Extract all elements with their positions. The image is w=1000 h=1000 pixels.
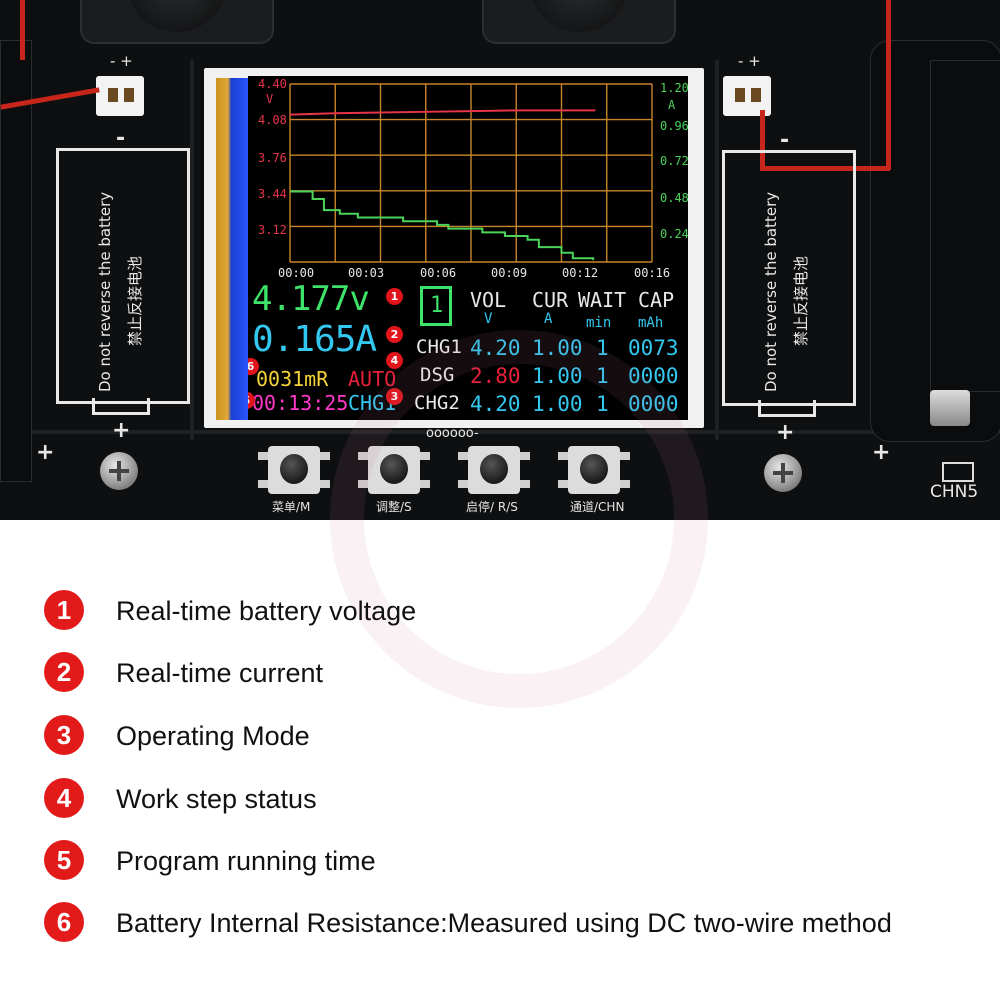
step-status: AUTO (348, 367, 397, 391)
left-slot-warning-en: Do not reverse the battery (96, 191, 114, 392)
badge-1: 1 (386, 288, 403, 305)
fan-right (482, 0, 676, 44)
right-connector-polarity: - + (738, 52, 761, 70)
menu-button[interactable] (258, 442, 330, 498)
legend-number: 2 (44, 652, 84, 692)
left-axis-unit: V (266, 92, 274, 106)
col-header-cur: CUR (532, 288, 569, 312)
right-slot-plus: + (776, 420, 795, 445)
time-tick-3: 00:09 (491, 266, 528, 280)
side-plus-right: + (872, 440, 891, 465)
screw-left (100, 452, 138, 490)
legend-text: Battery Internal Resistance:Measured usi… (116, 908, 892, 938)
col-header-cap: CAP (638, 288, 675, 312)
legend-text: Work step status (116, 784, 317, 814)
col-unit-wait: min (586, 315, 612, 331)
time-tick-5: 00:16 (634, 266, 671, 280)
left-axis-tick-3: 3.44 (258, 187, 287, 201)
col-unit-cap: mAh (638, 315, 664, 331)
right-battery-connector (723, 76, 771, 116)
fan-left (80, 0, 274, 44)
badge-5: 5 (248, 392, 255, 409)
left-battery-connector (96, 76, 144, 116)
side-plus-left: + (36, 440, 55, 465)
time-tick-0: 00:00 (278, 266, 315, 280)
chart-plot (289, 83, 653, 263)
col-header-wait: WAIT (578, 288, 627, 312)
voltage-readout: 4.177v (252, 279, 370, 319)
badge-6: 6 (248, 358, 259, 375)
right-slot-minus: - (780, 128, 790, 153)
right-axis-tick-3: 0.48 (660, 191, 688, 205)
lcd-flex-cable (216, 78, 250, 420)
right-slot-warning-cn: 禁止反接电池 (792, 255, 810, 346)
col-header-vol: VOL (470, 288, 507, 312)
col-unit-cur: A (544, 311, 553, 327)
left-axis-tick-4: 3.12 (258, 223, 287, 237)
badge-4: 4 (386, 352, 403, 369)
right-battery-slot (722, 150, 856, 406)
right-axis-tick-0: 1.20 (660, 81, 688, 95)
voltage-series-line (289, 109, 596, 116)
legend-text: Real-time battery voltage (116, 596, 417, 626)
legend-number: 6 (44, 902, 84, 942)
runtime-readout: 00:13:25 (252, 391, 349, 415)
time-tick-4: 00:12 (562, 266, 599, 280)
tester-board-photo: - + - + Do not reverse the battery 禁止反接电… (0, 0, 1000, 520)
legend-text: Real-time current (116, 658, 324, 688)
legend-number: 3 (44, 715, 84, 755)
channel-label: CHN5 (930, 482, 979, 502)
legend-text: Operating Mode (116, 721, 310, 751)
screw-right (764, 454, 802, 492)
battery-icon (942, 462, 974, 482)
left-axis-tick-0: 4.40 (258, 77, 287, 91)
channel-number: 1 (430, 293, 444, 318)
battery-terminal (930, 390, 970, 426)
left-slot-minus: - (116, 126, 126, 151)
right-axis-unit: A (668, 98, 676, 112)
resistance-readout: 0031mR (256, 367, 329, 391)
current-readout: 0.165A (252, 319, 377, 360)
current-series-line (290, 190, 595, 261)
left-slot-plus: + (112, 418, 131, 443)
legend-number: 5 (44, 840, 84, 880)
channel-box: 1 (420, 286, 452, 326)
left-connector-polarity: - + (110, 52, 133, 70)
right-slot-warning-en: Do not reverse the battery (762, 191, 780, 392)
left-slot-warning-cn: 禁止反接电池 (126, 255, 144, 346)
left-battery-slot (56, 148, 190, 404)
legend-number: 4 (44, 778, 84, 818)
row-cap-chg1: 0073 (628, 336, 679, 360)
badge-2: 2 (386, 326, 403, 343)
col-unit-vol: V (484, 311, 493, 327)
time-tick-2: 00:06 (420, 266, 457, 280)
left-axis-tick-2: 3.76 (258, 151, 287, 165)
right-axis-tick-2: 0.72 (660, 154, 688, 168)
time-tick-1: 00:03 (348, 266, 385, 280)
menu-button-label: 菜单/M (272, 500, 311, 514)
left-axis-tick-1: 4.08 (258, 113, 287, 127)
right-axis-tick-1: 0.96 (660, 119, 688, 133)
legend-number: 1 (44, 590, 84, 630)
watermark-logo (330, 330, 708, 708)
right-axis-tick-4: 0.24 (660, 227, 688, 241)
legend-text: Program running time (116, 846, 376, 876)
